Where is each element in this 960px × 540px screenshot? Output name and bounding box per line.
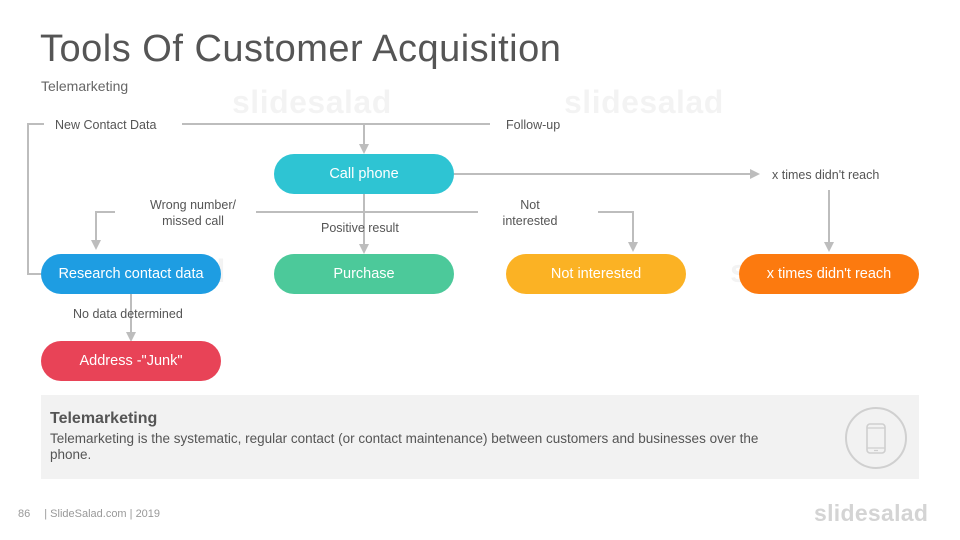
arrow-to-not-interested [598, 211, 638, 252]
follow-up-label: Follow-up [506, 118, 561, 132]
x-times-label: x times didn't reach [772, 168, 880, 182]
purchase-node: Purchase [274, 254, 454, 294]
smartphone-icon [845, 407, 907, 469]
page-subtitle: Telemarketing [41, 78, 129, 94]
x-times-node: x times didn't reach [739, 254, 919, 294]
research-contact-node: Research contact data [41, 254, 221, 294]
info-body: Telemarketing is the systematic, regular… [50, 431, 759, 462]
connector-new-contact [27, 123, 44, 275]
call-phone-node: Call phone [274, 154, 454, 194]
not-interested-line-1: Not [520, 198, 540, 212]
new-contact-label: New Contact Data [55, 118, 157, 132]
info-box: Telemarketing Telemarketing is the syste… [41, 395, 919, 479]
junk-node: Address -"Junk" [41, 341, 221, 381]
page-title: Tools Of Customer Acquisition [40, 28, 562, 70]
arrow-to-research [91, 211, 115, 250]
footer: 86 | SlideSalad.com | 2019 [18, 508, 160, 520]
wrong-number-line-1: Wrong number/ [150, 198, 236, 212]
not-interested-line-2: interested [502, 214, 558, 228]
positive-result-label: Positive result [321, 221, 399, 235]
wrong-number-line-2: missed call [162, 214, 224, 228]
wrong-number-label: Wrong number/ missed call [138, 197, 248, 229]
not-interested-node: Not interested [506, 254, 686, 294]
page-number: 86 [18, 508, 31, 520]
no-data-label: No data determined [73, 307, 183, 321]
footer-source: | SlideSalad.com | 2019 [44, 508, 161, 520]
brand-logo: slidesalad [814, 500, 929, 526]
info-heading: Telemarketing [50, 410, 158, 427]
not-interested-label: Not interested [494, 197, 566, 229]
